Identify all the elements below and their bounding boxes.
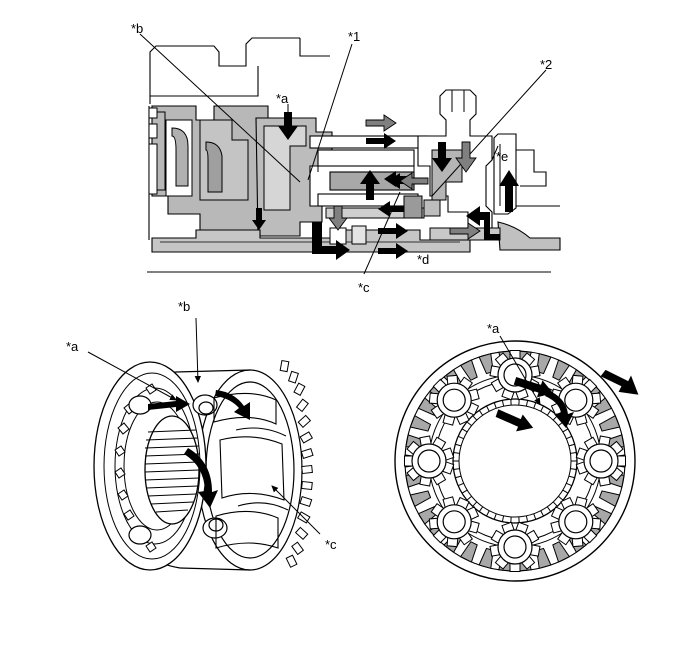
rotation-arrows-iso xyxy=(148,390,250,508)
planet-gear xyxy=(550,374,602,426)
planet-gear xyxy=(428,496,480,548)
callout-a-cross-section: *a xyxy=(276,91,289,106)
callout-a-gear-front: *a xyxy=(487,321,500,336)
pinion-bosses xyxy=(128,394,228,545)
oil-flow-arrows-black xyxy=(252,112,519,260)
valve-body-rail xyxy=(151,225,471,253)
rotation-arrows-front xyxy=(495,369,639,432)
planet-gear xyxy=(428,374,480,426)
planet-gear xyxy=(403,435,455,487)
callout-b-cross-section: *b xyxy=(131,21,144,36)
callout-c-carrier-iso: *c xyxy=(325,537,337,552)
callout-e-cross-section: *e xyxy=(496,149,509,164)
callout-2-cross-section: *2 xyxy=(540,57,553,72)
stator-support xyxy=(148,107,166,195)
callout-1-cross-section: *1 xyxy=(348,29,361,44)
input-shaft xyxy=(309,135,429,219)
planet-gear xyxy=(575,435,627,487)
planetary-carrier-isometric-group xyxy=(87,317,321,571)
callout-a-carrier-iso: *a xyxy=(66,339,79,354)
planet-gear xyxy=(489,521,541,573)
cross-section-group xyxy=(139,33,561,275)
callout-b-carrier-iso: *b xyxy=(178,299,191,314)
planet-gear xyxy=(550,496,602,548)
carrier-windows xyxy=(213,392,289,549)
callout-d-cross-section: *d xyxy=(417,252,430,267)
planetary-gear-front-group xyxy=(394,335,639,582)
callout-c-cross-section: *c xyxy=(358,280,370,295)
oil-flow-arrows-gray xyxy=(328,114,481,240)
ring-gear-teeth xyxy=(279,359,314,568)
